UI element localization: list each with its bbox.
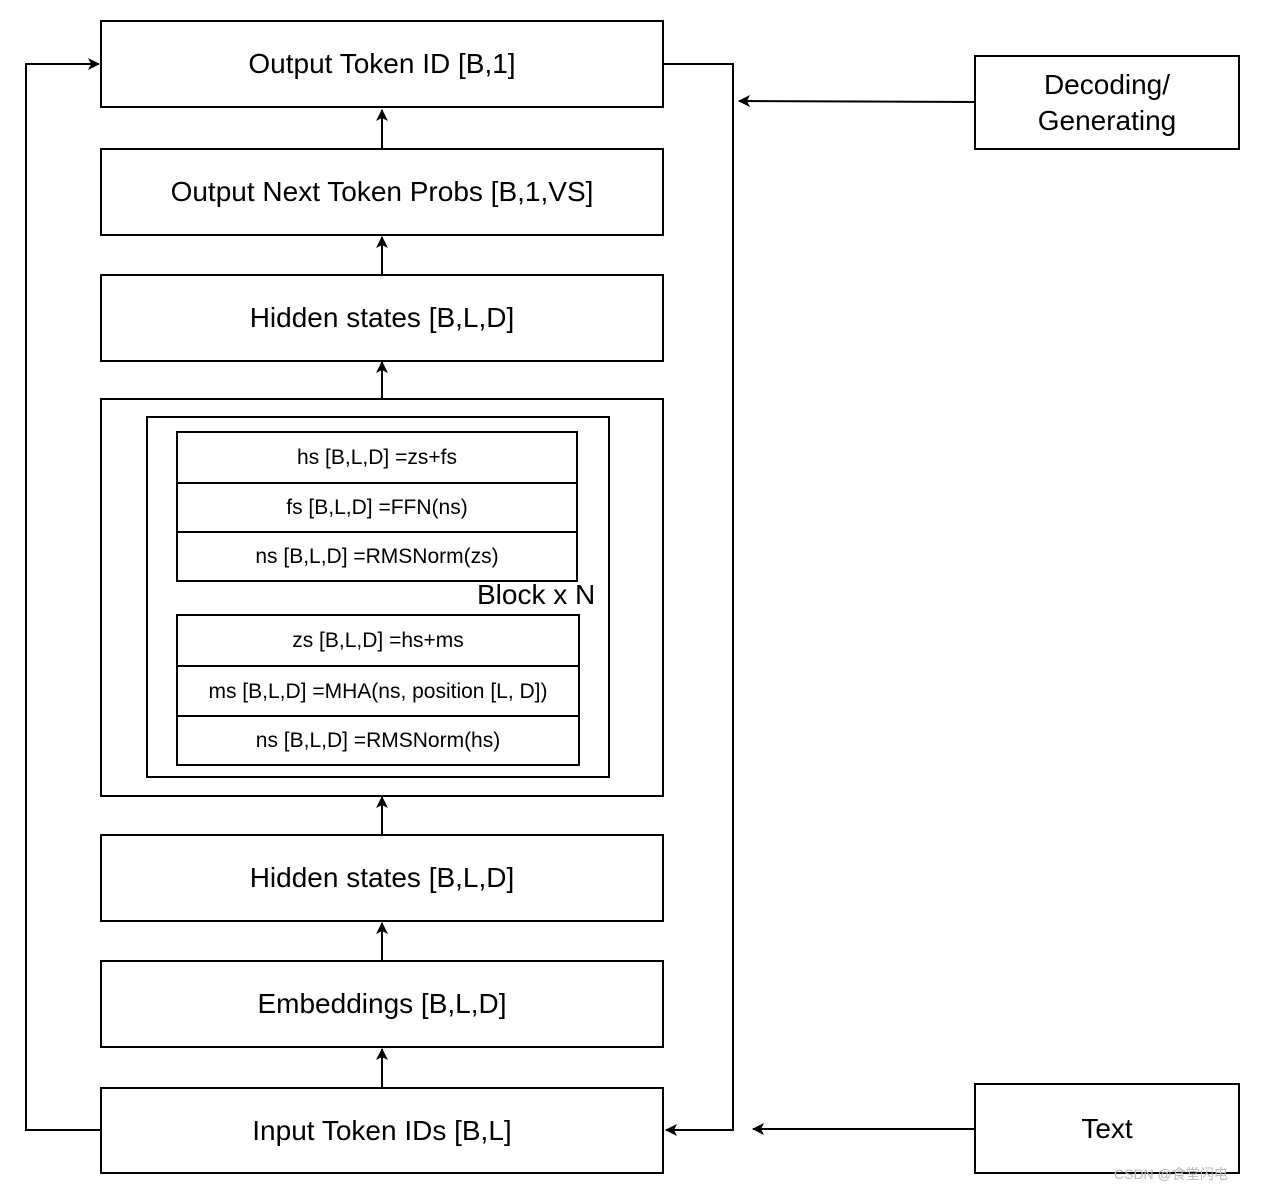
embeddings-label: Embeddings [B,L,D]: [257, 988, 507, 1019]
ffn-group: hs [B,L,D] =zs+fs fs [B,L,D] =FFN(ns) ns…: [176, 431, 578, 582]
attn-row-mha: ms [B,L,D] =MHA(ns, position [L, D]): [178, 665, 578, 716]
output-next-token-probs-label: Output Next Token Probs [B,1,VS]: [170, 176, 594, 207]
input-token-ids-label: Input Token IDs [B,L]: [252, 1114, 512, 1146]
arrow-left-loop: [25, 58, 101, 1131]
attn-row-rmsnorm: ns [B,L,D] =RMSNorm(hs): [178, 715, 578, 765]
hidden-states-top-box: Hidden states [B,L,D]: [100, 274, 664, 362]
output-next-token-probs-box: Output Next Token Probs [B,1,VS]: [100, 148, 664, 236]
input-token-ids-box: Input Token IDs [B,L]: [100, 1087, 664, 1174]
output-token-id-box: Output Token ID [B,1]: [100, 20, 664, 108]
arrow-decoding-to-loop: [738, 95, 976, 108]
ffn-row-rmsnorm: ns [B,L,D] =RMSNorm(zs): [178, 531, 576, 581]
arrow-right-loop: [664, 63, 734, 1136]
hidden-states-bottom-label: Hidden states [B,L,D]: [249, 862, 515, 893]
output-token-id-label: Output Token ID [B,1]: [248, 48, 516, 79]
decoding-label: Decoding/: [1043, 68, 1171, 100]
hidden-states-top-label: Hidden states [B,L,D]: [249, 302, 515, 333]
watermark: CSDN @食堂闪电: [1114, 1166, 1228, 1182]
text-input-box: Text: [974, 1083, 1240, 1174]
attention-group: zs [B,L,D] =hs+ms ms [B,L,D] =MHA(ns, po…: [176, 614, 580, 766]
hidden-states-bottom-box: Hidden states [B,L,D]: [100, 834, 664, 922]
generating-label: Generating: [1037, 104, 1177, 136]
block-repeat-label: Block x N: [477, 579, 596, 610]
decoding-generating-box: Decoding/ Generating: [974, 55, 1240, 150]
embeddings-box: Embeddings [B,L,D]: [100, 960, 664, 1048]
ffn-row-ffn: fs [B,L,D] =FFN(ns): [178, 482, 576, 532]
text-label: Text: [1081, 1112, 1133, 1144]
ffn-row-residual: hs [B,L,D] =zs+fs: [297, 446, 457, 469]
attn-row-residual: zs [B,L,D] =hs+ms: [292, 629, 464, 652]
